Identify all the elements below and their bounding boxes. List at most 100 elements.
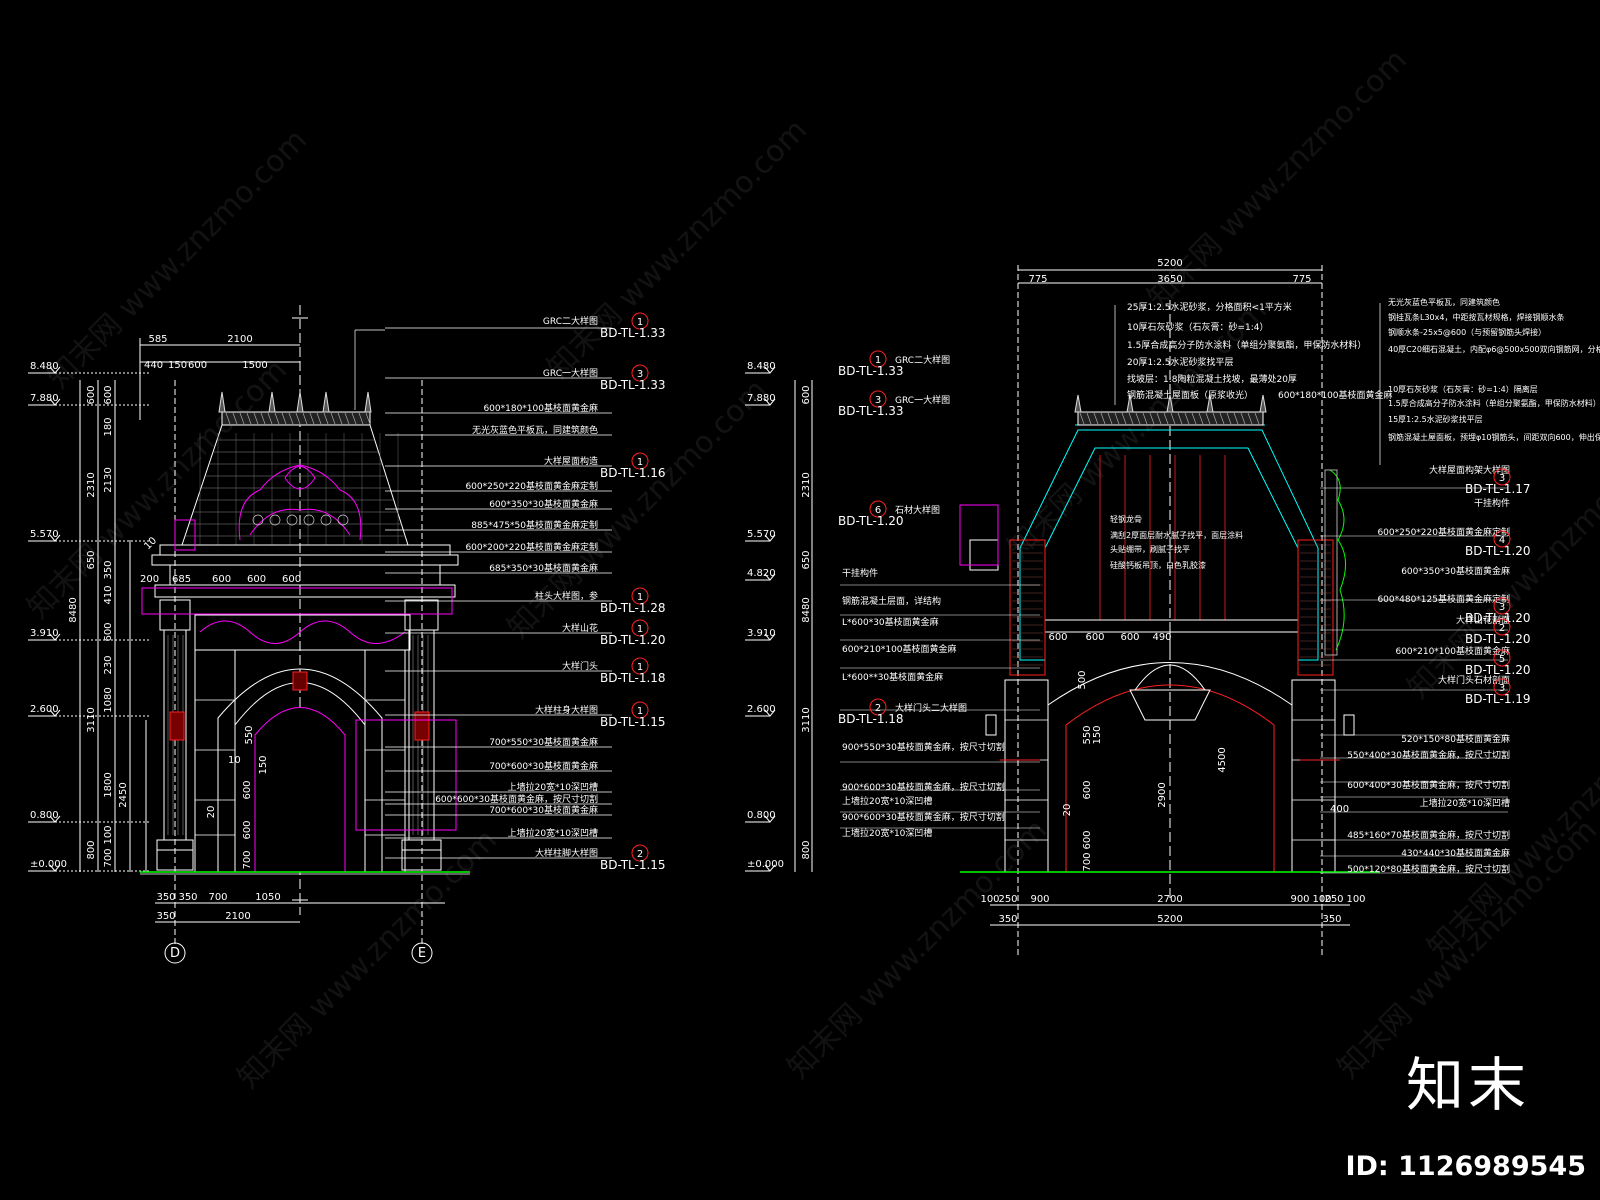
dim-text: 550 [1082, 725, 1093, 744]
callout-label: 上墙拉20宽*10深凹槽 [1420, 797, 1510, 809]
frieze-panel [194, 614, 411, 651]
wall-lamp-left [985, 714, 997, 736]
note-text: 900*600*30基枝面黄金麻，按尺寸切割 [842, 811, 1005, 823]
dim-text: 800 [86, 840, 97, 859]
cornice-hatch [1100, 412, 1106, 425]
dim-text: 600 [242, 820, 253, 839]
note-text: L*600**30基枝面黄金麻 [842, 671, 943, 683]
level-mark [764, 633, 776, 641]
callout-bubble [631, 619, 649, 637]
dim-text: 230 [103, 655, 114, 674]
callout-label: 无光灰蓝色平板瓦，同建筑颜色 [472, 424, 598, 436]
dim-text: 3110 [801, 707, 812, 732]
cornice-hatch [1247, 412, 1253, 425]
finial [1259, 394, 1267, 413]
callout-ref: BD-TL-1.18 [600, 671, 666, 685]
cornice-hatch [1170, 412, 1176, 425]
note-text: 上墙拉20宽*10深凹槽 [842, 795, 932, 807]
dim-text: 150 [168, 360, 187, 371]
ornament-rosette [337, 514, 349, 526]
level-label: 4.820 [747, 568, 776, 579]
cornice-hatch [1198, 412, 1204, 425]
callout-bubble [1493, 618, 1511, 636]
dim-text: 600 [86, 385, 97, 404]
dim-text: 8480 [68, 597, 79, 622]
callout-label: 520*150*80基枝面黄金麻 [1401, 733, 1510, 745]
callout-bubble [631, 452, 649, 470]
chandelier-body [1129, 689, 1211, 721]
level-label: 2.600 [30, 704, 59, 715]
dim-text: 180 [103, 417, 114, 436]
cornice-hatch [225, 412, 231, 425]
ceiling-frame [1044, 619, 1299, 633]
callout-bubble [631, 657, 649, 675]
callout-bubble [1493, 530, 1511, 548]
note-text: 钢筋混凝土屋面板（原浆收光） [1127, 389, 1253, 401]
cornice-hatch [246, 412, 252, 425]
callout-label: 600*250*220基枝面黄金麻定制 [465, 480, 598, 492]
callout-label: 600*400*30基枝面黄金麻，按尺寸切割 [1347, 779, 1510, 791]
callout-number: 4 [1499, 535, 1505, 546]
dim-text: 600 [188, 360, 207, 371]
dim-text: 650 [801, 550, 812, 569]
dim-text: 775 [1292, 274, 1311, 285]
dim-text: 600 [103, 622, 114, 641]
callout-bubble [869, 350, 887, 368]
watermark-text: 知末网 www.znzmo.com [541, 113, 814, 386]
note-text: 钢挂瓦条L30x4，中距按瓦材规格，焊接钢顺水条 [1388, 312, 1564, 322]
callout-number: 1 [637, 317, 643, 328]
callout-bubble [631, 364, 649, 382]
callout-label: GRC一大样图 [543, 367, 598, 379]
dim-text: 10 [228, 755, 241, 766]
dim-text: 700 [103, 848, 114, 867]
note-text: 10厚石灰砂浆（石灰膏：砂=1:4） [1127, 321, 1268, 333]
note-text: L*600*30基枝面黄金麻 [842, 616, 939, 628]
roof-outline [181, 424, 409, 546]
note-text: 钢筋混凝土层面，详结构 [842, 595, 941, 607]
note-text: 找坡层：1:8陶粒混凝土找坡，最薄处20厚 [1127, 373, 1297, 385]
dim-text: 585 [148, 334, 167, 345]
cornice-hatch [337, 412, 343, 425]
callout-label: 430*440*30基枝面黄金麻 [1401, 847, 1510, 859]
dim-text: 100 [1312, 894, 1331, 905]
callout-number: 5 [1499, 654, 1505, 665]
callout-label: 干挂构件 [1474, 497, 1510, 509]
note-text: 头贴绷带，刷腻子找平 [1110, 544, 1190, 554]
keystone-lamp [292, 671, 308, 691]
dim-text: 490 [1152, 632, 1171, 643]
callout-bubble [631, 587, 649, 605]
callout-label: 700*600*30基枝面黄金麻 [489, 760, 598, 772]
dim-text: 600 [242, 780, 253, 799]
callout-ref: BD-TL-1.20 [1465, 544, 1531, 558]
finial [364, 391, 372, 413]
note-text: 1.5厚合成高分子防水涂料（单组分聚氨酯，甲保防水材料） [1127, 339, 1366, 351]
arch-surround [217, 668, 383, 872]
dim-text: 200 [140, 574, 159, 585]
cornice-hatch [1135, 412, 1141, 425]
dim-text: 1500 [242, 360, 267, 371]
dim-text: 550 [244, 725, 255, 744]
callout-label: 500*120*80基枝面黄金麻，按尺寸切割 [1347, 863, 1510, 875]
callout-ref: BD-TL-1.18 [838, 712, 904, 726]
callout-label: 600*250*220基枝面黄金麻定制 [1377, 526, 1510, 538]
wall-lantern-left [169, 711, 185, 741]
grid-label: E [418, 946, 426, 961]
level-label: 5.570 [30, 529, 59, 540]
note-text: 硅酸钙板吊顶，白色乳胶漆 [1110, 560, 1206, 570]
arch-pier [364, 649, 406, 873]
dim-text: 5200 [1157, 914, 1182, 925]
dim-text: 400 [1330, 804, 1349, 815]
cornice-hatch [1184, 412, 1190, 425]
callout-label: 柱头大样图，参 [535, 590, 598, 602]
callout-label: 大样屋面构造 [544, 455, 598, 467]
dim-text: 1050 [255, 892, 280, 903]
level-mark [764, 398, 776, 406]
callout-label: 600*600*30基枝面黄金麻，按尺寸切割 [435, 793, 598, 805]
cornice-hatch [1226, 412, 1232, 425]
callout-label: 885*475*50基枝面黄金麻定制 [471, 519, 598, 531]
grid-bubble-d [164, 942, 186, 964]
pier-panel-outline [355, 719, 457, 831]
callout-number: 2 [875, 703, 881, 714]
cornice-hatch [1156, 412, 1162, 425]
